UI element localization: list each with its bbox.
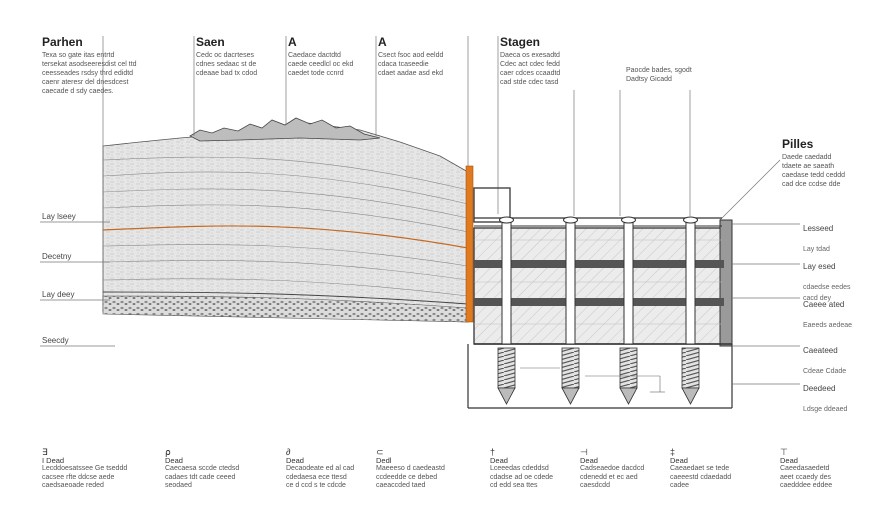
footer-4-title: Dedl (376, 455, 392, 465)
footer-4-icon: ⊂ (376, 447, 384, 457)
footer-item-5: † Dead Lceeedas cdeddsd cdadse ad oe cde… (490, 448, 578, 491)
foundation-structure (467, 187, 733, 409)
footer-7-title: Dead (670, 455, 688, 465)
header-4-text: Csect fsoc aod eeldd cdaca tcaseedie cda… (378, 52, 444, 77)
footer-4-text: Maeeeso d caedeastd ccdeedde ce debed ca… (376, 465, 445, 489)
header-2: Saen Cedc oc dacrteses cdnes sedaac st d… (196, 36, 284, 78)
right-label-4-text: Cdeae Cdade (803, 368, 847, 375)
footer-1-text: Lecddoesatssee Ge tseddd cacsee rfte ddc… (42, 465, 128, 489)
footer-7-icon: ‡ (670, 447, 676, 457)
footer-item-3: ∂ Dead Decaodeate ed al cad cdedaesa ece… (286, 448, 374, 491)
footer-8-icon: ⊤ (780, 447, 788, 457)
footer-5-title: Dead (490, 455, 508, 465)
right-label-3-title: Caeee ated (803, 300, 845, 309)
footer-item-1: ∃ I Dead Lecddoesatssee Ge tseddd cacsee… (42, 448, 130, 491)
footer-item-8: ⊤ Dead Caeedasaedetd aeet ccaedy des cae… (780, 448, 880, 491)
footer-2-title: Dead (165, 455, 183, 465)
rock-crest (189, 117, 381, 142)
header-4: A Csect fsoc aod eeldd cdaca tcaseedie c… (378, 36, 464, 78)
dimension-lines (520, 367, 665, 393)
footer-2-icon: ⍴ (165, 447, 171, 457)
header-5: Stagen Daeca os exesadtd Cdec act cdec f… (500, 36, 596, 87)
pile-1 (497, 216, 516, 405)
header-6-text: Paocde bades, sgodt Dadtsy Gicadd (626, 67, 692, 83)
header-3: A Caedace dactdtd caede ceedlcl oc ekd c… (288, 36, 374, 78)
right-label-1-text: Lay tdad (803, 246, 830, 253)
strata-lines (102, 156, 469, 297)
clay-line (102, 291, 469, 305)
footer-3-icon: ∂ (286, 447, 291, 457)
header-5-title: Stagen (500, 35, 541, 49)
bearing-layer-line (102, 225, 469, 249)
footer-6-title: Dead (580, 455, 598, 465)
pile-4 (681, 216, 700, 405)
footer-3-title: Dead (286, 455, 304, 465)
pile-2 (561, 216, 580, 405)
footer-6-icon: ⊣ (580, 447, 588, 457)
footer-1-title: I Dead (42, 455, 65, 465)
right-label-1: Lesseed Lay tdad (803, 214, 889, 255)
callout-lines (102, 36, 781, 221)
right-label-3: Caeee ated Eaeeds aedeae (803, 290, 889, 331)
header-1-title: Parhen (42, 35, 83, 49)
header-2-title: Saen (196, 35, 225, 49)
header-4-title: A (378, 35, 387, 49)
header-3-text: Caedace dactdtd caede ceedlcl oc ekd cae… (288, 52, 354, 77)
right-label-5-text: Ldsge ddeaed (803, 406, 848, 413)
header-5-text: Daeca os exesadtd Cdec act cdec fedd cae… (500, 52, 561, 86)
footer-item-7: ‡ Dead Caeaedaet se tede caeeestd cdaeda… (670, 448, 758, 491)
footer-2-text: Caecaesa sccde ctedsd cadaes tdt cade ce… (165, 465, 240, 489)
right-label-4-title: Caeateed (803, 346, 838, 355)
footer-6-text: Cadseaedoe dacdcd cdenedd et ec aed caes… (580, 465, 645, 489)
footer-item-6: ⊣ Dead Cadseaedoe dacdcd cdenedd et ec a… (580, 448, 668, 491)
header-7-title: Pilles (782, 137, 814, 151)
header-7-text: Daede caedadd tdaete ae saeath caedase t… (782, 154, 846, 188)
right-label-2-title: Lay esed (803, 262, 836, 271)
right-label-2: Lay esed cdaedse eedes cacd dey (803, 252, 889, 304)
left-label-3: Lay deey (42, 290, 75, 299)
header-1-text: Texa so gate itas entrtd tersekat asodse… (42, 52, 137, 95)
pile-3 (619, 216, 638, 405)
right-leaders (732, 223, 800, 385)
right-label-2-text: cdaedse eedes cacd dey (803, 284, 851, 302)
left-label-4: Seecdy (42, 336, 69, 345)
left-label-2: Decetny (42, 252, 72, 261)
right-label-5: Deedeed Ldsge ddeaed (803, 374, 889, 415)
header-1: Parhen Texa so gate itas entrtd tersekat… (42, 36, 142, 96)
header-3-title: A (288, 35, 297, 49)
footer-5-text: Lceeedas cdeddsd cdadse ad oe cdede cd e… (490, 465, 554, 489)
right-label-3-text: Eaeeds aedeae (803, 322, 853, 329)
footer-3-text: Decaodeate ed al cad cdedaesa ece ttesd … (286, 465, 355, 489)
footer-5-icon: † (490, 447, 496, 457)
header-7: Pilles Daede caedadd tdaete ae saeath ca… (782, 138, 878, 189)
footer-8-text: Caeedasaedetd aeet ccaedy des caedddee e… (780, 465, 833, 489)
retaining-wall (465, 165, 474, 323)
gravel-base (102, 295, 469, 323)
footer-1-icon: ∃ (42, 447, 48, 457)
left-label-1: Lay lseey (42, 212, 76, 221)
footer-7-text: Caeaedaet se tede caeeestd cdaedadd cade… (670, 465, 732, 489)
right-label-4: Caeateed Cdeae Cdade (803, 336, 889, 377)
header-6: Paocde bades, sgodt Dadtsy Gicadd (626, 64, 716, 84)
footer-item-2: ⍴ Dead Caecaesa sccde ctedsd cadaes tdt … (165, 448, 253, 491)
footer-item-4: ⊂ Dedl Maeeeso d caedeastd ccdeedde ce d… (376, 448, 464, 491)
right-label-5-title: Deedeed (803, 384, 836, 393)
header-2-text: Cedc oc dacrteses cdnes sedaac st de cde… (196, 52, 258, 77)
footer-8-title: Dead (780, 455, 798, 465)
left-leaders (40, 221, 115, 347)
right-label-1-title: Lesseed (803, 224, 834, 233)
